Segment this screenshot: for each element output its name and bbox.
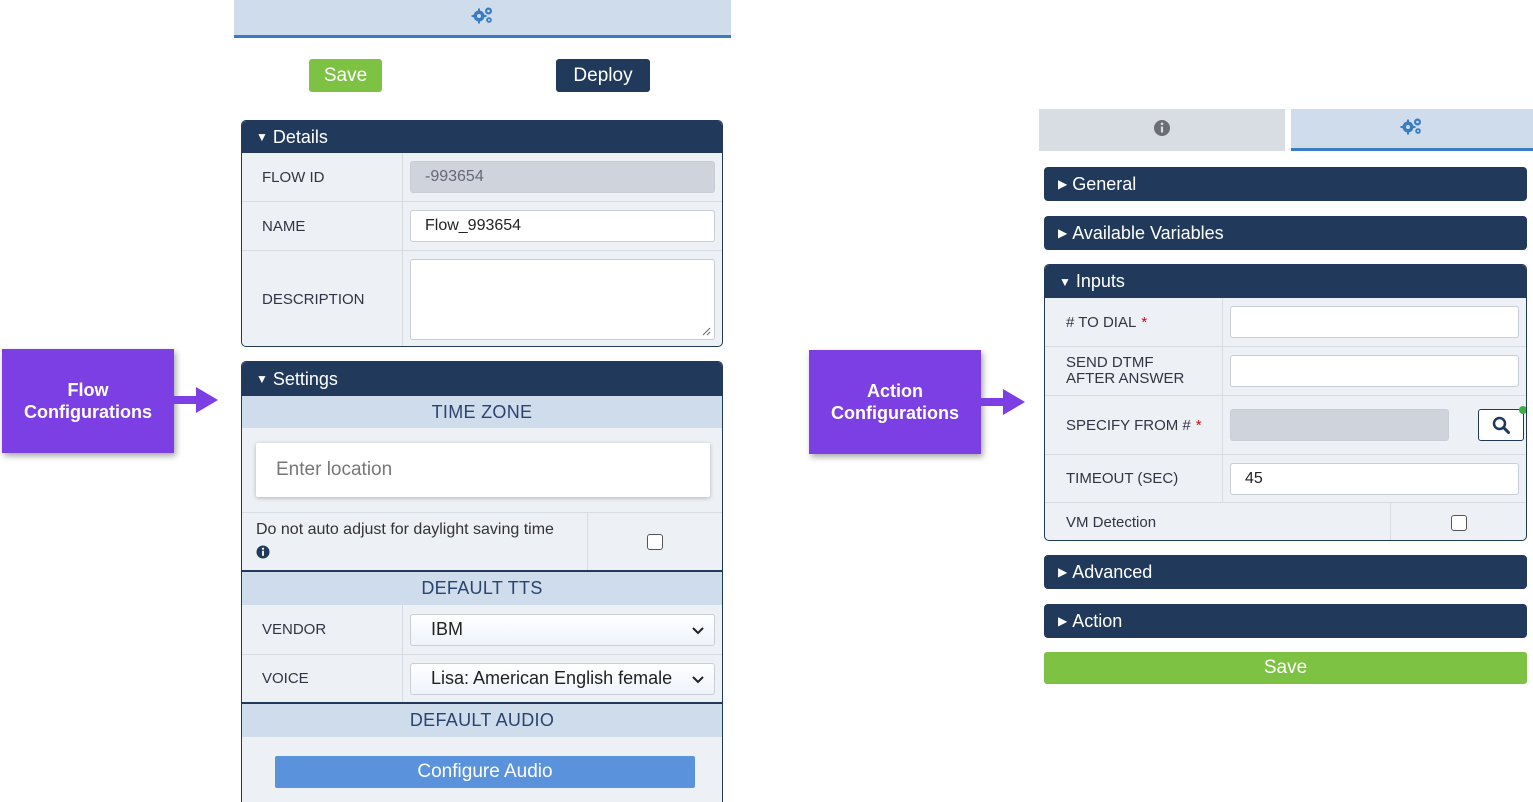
info-icon	[1153, 119, 1171, 142]
search-icon	[1492, 416, 1510, 434]
daylight-label: Do not auto adjust for daylight saving t…	[256, 521, 554, 538]
default-audio-band: DEFAULT AUDIO	[242, 704, 722, 737]
to-dial-row: # TO DIAL *	[1045, 298, 1526, 346]
caret-right-icon: ▶	[1058, 226, 1068, 240]
location-wrap: Enter location	[242, 428, 722, 512]
voice-row: VOICE Lisa: American English female	[242, 654, 722, 702]
vendor-label: VENDOR	[242, 605, 403, 654]
gears-icon	[1400, 116, 1424, 141]
required-marker: *	[1141, 313, 1148, 331]
specify-from-field	[1230, 409, 1449, 441]
advanced-section[interactable]: ▶ Advanced	[1044, 555, 1527, 589]
description-label: DESCRIPTION	[242, 251, 403, 346]
voice-select[interactable]: Lisa: American English female	[410, 662, 715, 695]
available-variables-section[interactable]: ▶ Available Variables	[1044, 216, 1527, 250]
to-dial-field[interactable]	[1230, 306, 1519, 338]
configure-audio-button[interactable]: Configure Audio	[275, 756, 695, 788]
status-dot	[1519, 406, 1526, 414]
name-label: NAME	[242, 202, 403, 250]
flow-id-row: FLOW ID -993654	[242, 153, 722, 201]
details-panel: ▼ Details FLOW ID -993654 NAME Flow_9936…	[241, 120, 723, 347]
timeout-row: TIMEOUT (SEC) 45	[1045, 454, 1526, 502]
action-callout: Action Configurations	[809, 350, 981, 454]
vm-detection-label: VM Detection	[1045, 503, 1391, 540]
settings-panel: ▼ Settings TIME ZONE Enter location Do n…	[241, 361, 723, 802]
arrow-right-icon	[172, 387, 218, 413]
inputs-panel: ▼ Inputs # TO DIAL * SEND DTMF AFTER ANS…	[1044, 264, 1527, 541]
vendor-select[interactable]: IBM	[410, 613, 715, 646]
info-tab[interactable]	[1039, 109, 1285, 151]
action-title: Action	[1072, 610, 1123, 631]
vm-detection-checkbox[interactable]	[1450, 514, 1467, 531]
location-input[interactable]: Enter location	[256, 443, 710, 497]
chevron-down-icon	[692, 622, 704, 638]
specify-from-row: SPECIFY FROM # *	[1045, 395, 1526, 454]
info-icon[interactable]	[256, 545, 587, 564]
caret-right-icon: ▶	[1058, 177, 1068, 191]
flow-config-tab[interactable]	[234, 0, 731, 38]
general-section[interactable]: ▶ General	[1044, 167, 1527, 201]
daylight-row: Do not auto adjust for daylight saving t…	[242, 512, 722, 570]
action-save-button[interactable]: Save	[1044, 652, 1527, 684]
vendor-value: IBM	[431, 619, 464, 639]
caret-right-icon: ▶	[1058, 565, 1068, 579]
details-title: Details	[272, 126, 328, 147]
default-tts-band: DEFAULT TTS	[242, 572, 722, 605]
after-answer-label: AFTER ANSWER	[1066, 370, 1185, 387]
caret-down-icon: ▼	[256, 130, 268, 144]
caret-down-icon: ▼	[1059, 274, 1071, 289]
voice-value: Lisa: American English female	[431, 668, 673, 688]
caret-down-icon: ▼	[256, 372, 268, 386]
to-dial-label: # TO DIAL	[1066, 313, 1137, 331]
daylight-checkbox[interactable]	[647, 533, 663, 550]
search-button[interactable]	[1478, 406, 1526, 441]
flow-id-label: FLOW ID	[242, 153, 403, 201]
required-marker: *	[1195, 416, 1202, 434]
description-field[interactable]	[410, 258, 715, 340]
action-section[interactable]: ▶ Action	[1044, 604, 1527, 638]
settings-title: Settings	[272, 368, 338, 389]
chevron-down-icon	[692, 671, 704, 687]
available-variables-title: Available Variables	[1072, 222, 1224, 243]
resize-handle-icon[interactable]	[701, 326, 711, 336]
caret-right-icon: ▶	[1058, 614, 1068, 628]
inputs-title: Inputs	[1075, 271, 1125, 291]
description-row: DESCRIPTION	[242, 250, 722, 346]
time-zone-band: TIME ZONE	[242, 396, 722, 428]
flow-save-button[interactable]: Save	[309, 59, 382, 92]
voice-label: VOICE	[242, 655, 403, 702]
send-dtmf-field[interactable]	[1230, 355, 1519, 387]
details-header[interactable]: ▼ Details	[242, 121, 722, 153]
settings-header[interactable]: ▼ Settings	[242, 362, 722, 396]
inputs-header[interactable]: ▼ Inputs	[1045, 265, 1526, 298]
flow-id-field: -993654	[410, 161, 715, 193]
advanced-title: Advanced	[1072, 561, 1153, 582]
vendor-row: VENDOR IBM	[242, 605, 722, 654]
config-tab[interactable]	[1291, 109, 1533, 151]
specify-from-label: SPECIFY FROM #	[1066, 416, 1191, 434]
send-dtmf-row: SEND DTMF AFTER ANSWER	[1045, 346, 1526, 395]
gears-icon	[471, 5, 495, 30]
general-title: General	[1072, 173, 1137, 194]
timeout-field[interactable]: 45	[1230, 462, 1519, 495]
name-field[interactable]: Flow_993654	[410, 210, 715, 242]
flow-callout: Flow Configurations	[2, 349, 174, 453]
arrow-right-icon	[979, 389, 1025, 415]
deploy-button[interactable]: Deploy	[556, 59, 650, 92]
vm-detection-row: VM Detection	[1045, 502, 1526, 540]
send-dtmf-label: SEND DTMF	[1066, 354, 1154, 371]
name-row: NAME Flow_993654	[242, 201, 722, 250]
timeout-label: TIMEOUT (SEC)	[1045, 455, 1223, 502]
